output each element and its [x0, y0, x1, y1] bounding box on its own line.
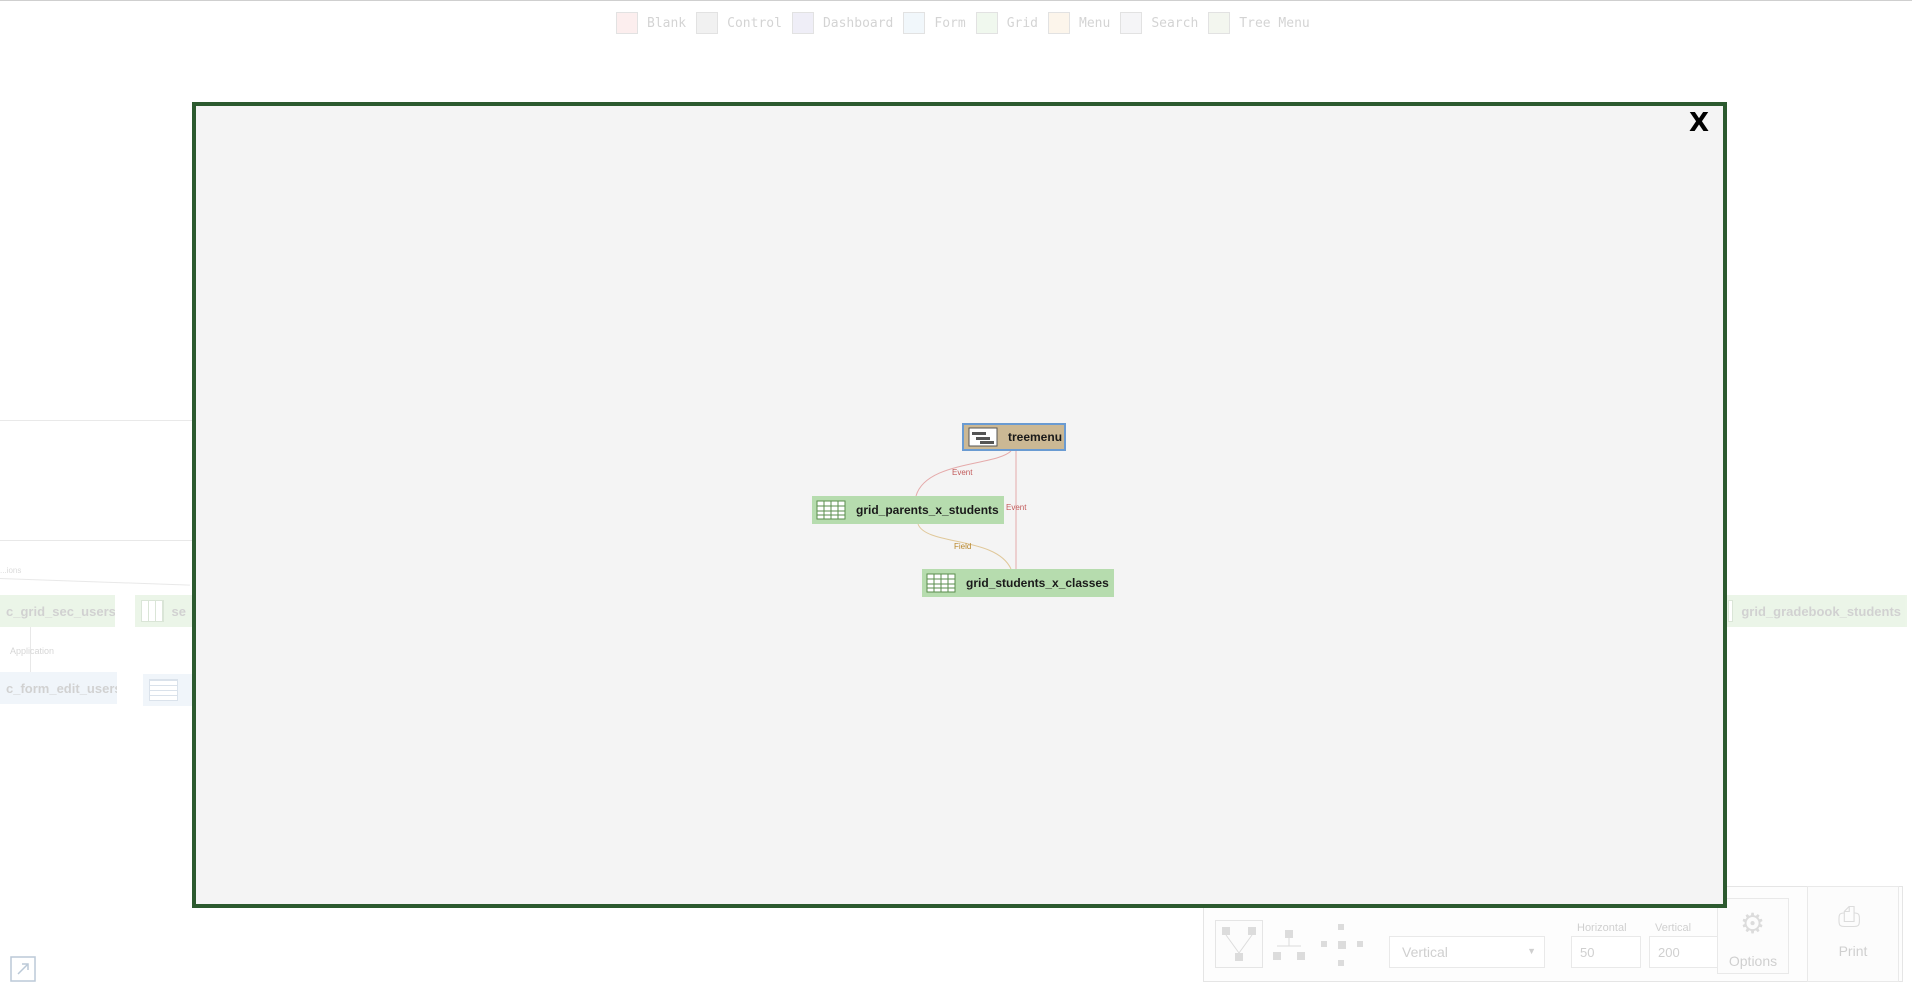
- printer-icon: ⎙: [1838, 901, 1861, 932]
- legend-swatch-form: [903, 12, 926, 34]
- bg-node-sec-grid-users: c_grid_sec_users: [0, 595, 115, 627]
- legend-label: Search: [1151, 15, 1199, 31]
- edge-event-1: [915, 450, 1012, 497]
- vertical-spacing-input[interactable]: 200: [1649, 936, 1719, 968]
- bg-connector: [0, 420, 200, 421]
- legend-item-grid[interactable]: Grid: [975, 12, 1039, 34]
- edge-label-event-2: Event: [1006, 503, 1027, 512]
- edge-label-field: Field: [954, 542, 971, 551]
- gear-icon: ⚙: [1740, 908, 1766, 939]
- vertical-label: Vertical: [1655, 922, 1692, 934]
- horizontal-spacing-input[interactable]: 50: [1571, 936, 1641, 968]
- bg-connector: [0, 540, 200, 541]
- tree-vertical-icon: [1222, 927, 1256, 961]
- legend-swatch-menu: [1048, 12, 1071, 34]
- layout-vertical-button[interactable]: [1215, 920, 1263, 968]
- legend-swatch-blank: [616, 12, 638, 34]
- bg-edge-label: Application: [10, 646, 55, 656]
- diagram-modal: X Event Event Field treemenu grid_parent…: [192, 102, 1727, 908]
- form-icon: [149, 679, 178, 701]
- legend: Blank Control Dashboard Form Grid Menu S…: [616, 12, 1320, 34]
- top-border: [0, 0, 1912, 1]
- bg-node-form-partial: [143, 674, 192, 706]
- legend-swatch-grid: [975, 12, 998, 34]
- legend-label: Tree Menu: [1239, 15, 1310, 31]
- legend-item-blank[interactable]: Blank: [616, 12, 686, 34]
- legend-swatch-dashboard: [791, 12, 814, 34]
- legend-label: Control: [727, 15, 782, 31]
- diagram-edges: Event Event Field: [915, 450, 1027, 570]
- bg-node-gradebook: grid_gradebook_students: [1722, 595, 1907, 627]
- legend-item-tree-menu[interactable]: Tree Menu: [1208, 12, 1310, 34]
- legend-label: Form: [934, 15, 966, 31]
- legend-swatch-search: [1120, 12, 1143, 34]
- legend-item-search[interactable]: Search: [1120, 12, 1198, 34]
- legend-item-control[interactable]: Control: [696, 12, 782, 34]
- node-treemenu[interactable]: treemenu: [962, 423, 1066, 451]
- grid-icon: [816, 500, 846, 520]
- options-button[interactable]: ⚙ Options: [1717, 898, 1789, 974]
- legend-item-dashboard[interactable]: Dashboard: [791, 12, 894, 34]
- tree-radial-icon[interactable]: [1319, 922, 1365, 968]
- legend-item-form[interactable]: Form: [903, 12, 966, 34]
- node-label: treemenu: [1008, 430, 1063, 444]
- tree-menu-icon: [968, 427, 998, 447]
- legend-swatch-control: [696, 12, 719, 34]
- edge-field: [917, 523, 1012, 570]
- orientation-select[interactable]: Vertical ▼: [1389, 936, 1545, 968]
- legend-label: Grid: [1006, 15, 1039, 31]
- expand-icon[interactable]: [10, 956, 36, 982]
- print-button[interactable]: ⎙ Print: [1807, 886, 1899, 982]
- legend-label: Menu: [1079, 15, 1111, 31]
- options-label: Options: [1728, 953, 1778, 969]
- bg-node-sec-partial: se: [135, 595, 192, 627]
- bg-connector: [0, 578, 190, 586]
- legend-label: Dashboard: [822, 15, 894, 31]
- bg-node-label: grid_gradebook_students: [1741, 603, 1901, 619]
- node-grid-parents-x-students[interactable]: grid_parents_x_students: [812, 496, 1004, 524]
- edge-label-event-1: Event: [952, 468, 973, 477]
- close-button[interactable]: X: [1688, 108, 1709, 138]
- bg-connector: [30, 627, 31, 677]
- legend-swatch-tree-menu: [1208, 12, 1231, 34]
- bg-node-label: c_grid_sec_users: [6, 603, 115, 619]
- bg-node-label: se: [171, 603, 186, 619]
- bg-node-sec-form-edit-users: c_form_edit_users: [0, 672, 117, 704]
- horizontal-label: Horizontal: [1577, 922, 1627, 934]
- bg-left-label: ...ions: [0, 566, 22, 575]
- grid-icon: [926, 573, 956, 593]
- node-grid-students-x-classes[interactable]: grid_students_x_classes: [922, 569, 1114, 597]
- node-label: grid_students_x_classes: [966, 576, 1109, 590]
- node-label: grid_parents_x_students: [856, 503, 999, 517]
- print-label: Print: [1838, 943, 1868, 959]
- bg-node-label: c_form_edit_users: [6, 680, 117, 696]
- legend-label: Blank: [647, 15, 687, 31]
- orientation-value: Vertical: [1402, 944, 1448, 960]
- chevron-down-icon: ▼: [1527, 946, 1536, 956]
- tree-horizontal-icon[interactable]: [1267, 926, 1313, 966]
- grid-icon: [1728, 600, 1734, 622]
- legend-item-menu[interactable]: Menu: [1048, 12, 1110, 34]
- grid-icon: [141, 600, 164, 622]
